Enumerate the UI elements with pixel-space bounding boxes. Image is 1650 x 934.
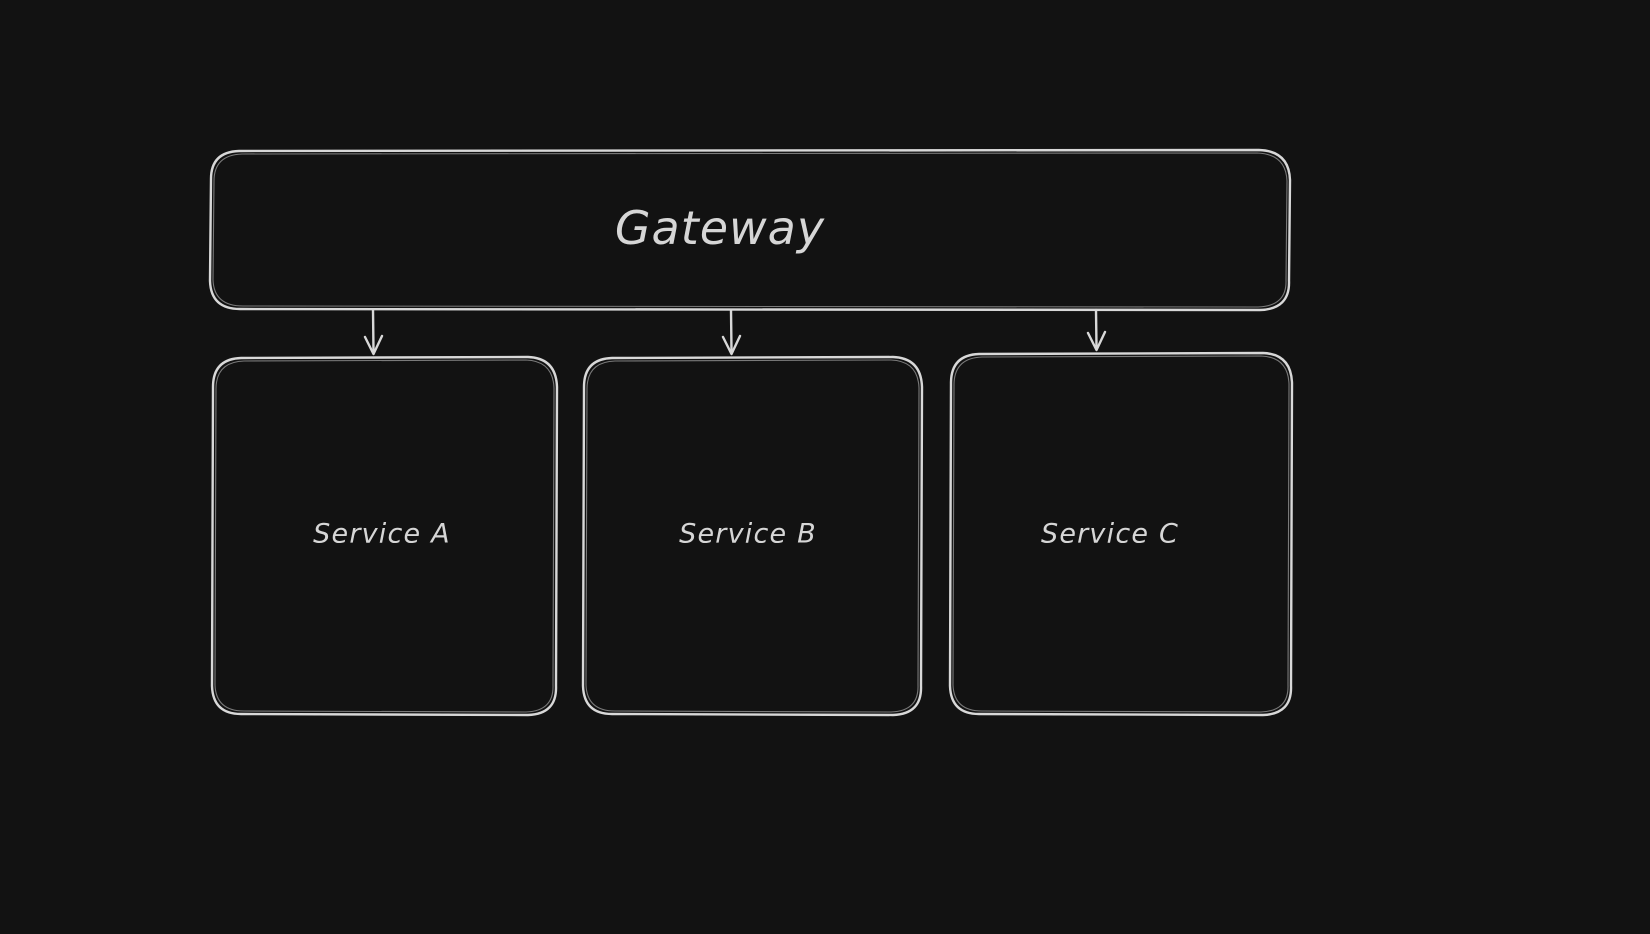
service-b-box-outline-second-pass [585,359,920,713]
edge-gateway-to-service-a[interactable] [363,308,384,356]
edge-gateway-to-service-c-arrowhead [1086,330,1107,352]
node-service-c[interactable] [948,351,1294,717]
edge-gateway-to-service-b-line [729,308,733,353]
edge-gateway-to-service-a-arrowhead [363,334,384,356]
node-service-b[interactable] [581,355,924,717]
edge-gateway-to-service-c-line [1094,308,1098,349]
edge-gateway-to-service-a-line [371,308,375,353]
edge-gateway-to-service-b-arrowhead [721,334,742,356]
service-b-box-outline [581,355,924,717]
gateway-box-outline-second-pass [212,152,1288,308]
service-c-box-outline-second-pass [952,355,1290,713]
node-service-a[interactable] [210,355,559,717]
edge-gateway-to-service-b[interactable] [721,308,742,356]
service-a-box-outline [210,355,559,717]
service-c-box-outline [948,351,1294,717]
gateway-box-outline [208,148,1292,312]
service-a-box-outline-second-pass [214,359,555,713]
node-gateway[interactable] [208,148,1292,312]
edge-gateway-to-service-c[interactable] [1086,308,1107,352]
